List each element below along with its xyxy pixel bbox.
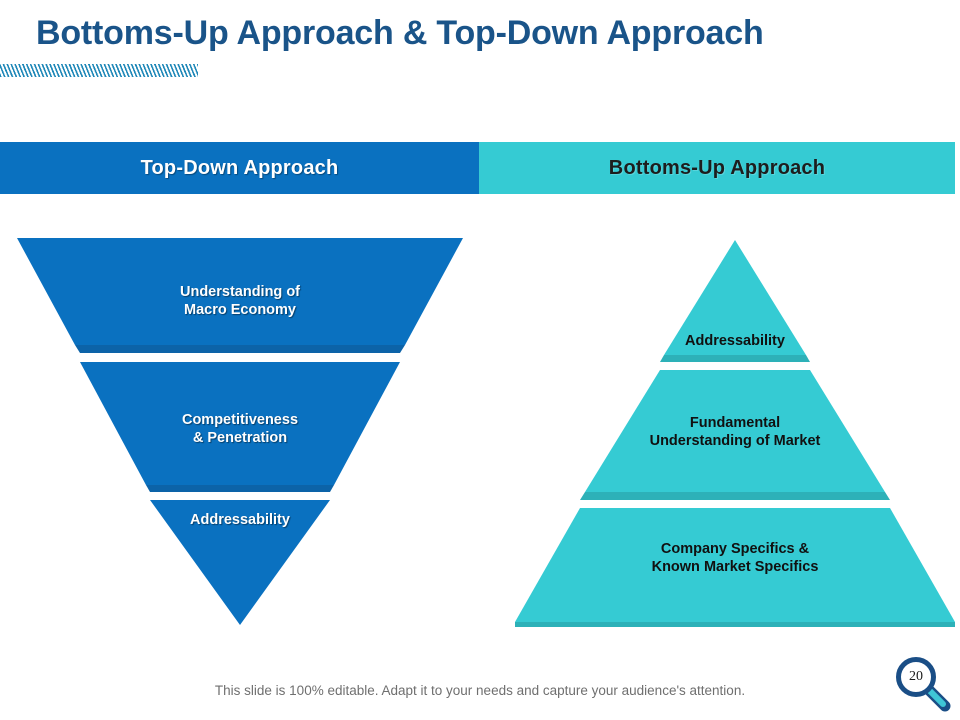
editable-note: This slide is 100% editable. Adapt it to…: [214, 683, 746, 698]
page-number-badge: 20: [896, 657, 954, 715]
funnel-level-1-body[interactable]: [17, 238, 463, 345]
funnel-level-2-body[interactable]: [80, 362, 400, 485]
bottoms-up-pyramid-diagram: [480, 220, 960, 640]
column-header-top-down-label: Top-Down Approach: [140, 156, 339, 179]
pyramid-shape: [515, 240, 955, 627]
top-down-funnel-diagram: [0, 220, 480, 640]
pyramid-level-1-shadow: [660, 355, 810, 362]
title-underline-hatch: [0, 64, 198, 77]
pyramid-level-1-body[interactable]: [664, 240, 806, 355]
pyramid-level-3-body[interactable]: [515, 508, 955, 622]
column-header-bottoms-up[interactable]: Bottoms-Up Approach: [479, 142, 955, 194]
column-header-top-down[interactable]: Top-Down Approach: [0, 142, 479, 194]
inverted-triangle-shape: [17, 238, 463, 625]
diagram-area: [0, 220, 960, 640]
page-title: Bottoms-Up Approach & Top-Down Approach: [36, 14, 764, 52]
pyramid-level-2-body[interactable]: [585, 370, 885, 492]
magnifier-icon: [896, 657, 951, 712]
funnel-level-3-body[interactable]: [150, 500, 330, 625]
funnel-level-1-shadow: [75, 345, 405, 353]
page-number-text: 20: [909, 669, 923, 684]
pyramid-level-3-shadow: [515, 622, 955, 627]
column-header-bottoms-up-label: Bottoms-Up Approach: [608, 156, 826, 179]
pyramid-level-2-shadow: [580, 492, 890, 500]
column-header-row: Top-Down Approach Bottoms-Up Approach: [0, 142, 955, 194]
funnel-level-2-shadow: [146, 485, 334, 492]
